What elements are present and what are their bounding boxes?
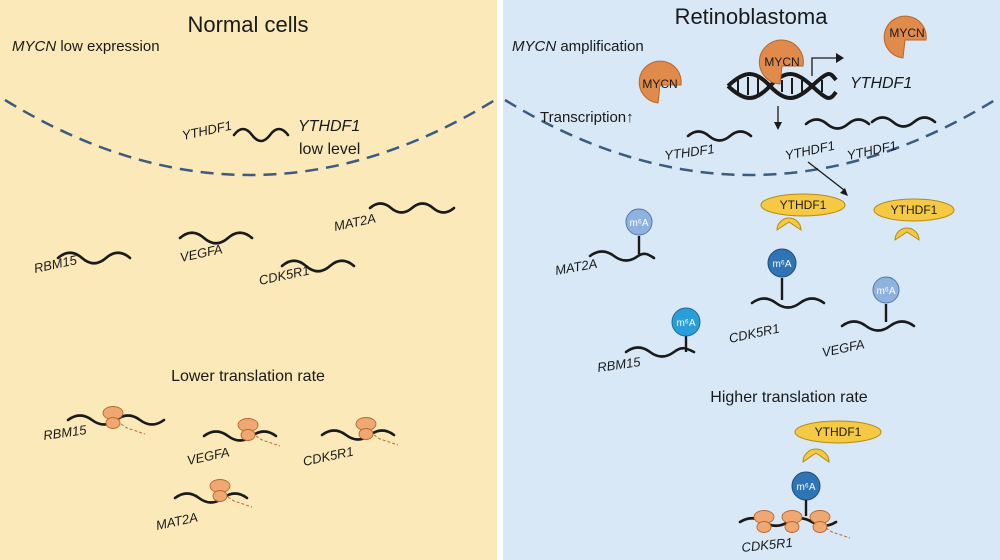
m6a-mrna-rbm15: m⁶A RBM15 [596, 307, 701, 375]
svg-text:YTHDF1: YTHDF1 [891, 203, 938, 217]
transcription-label: Transcription↑ [540, 109, 634, 126]
right-nuclear-membrane [504, 98, 996, 177]
left-translation-rbm15: RBM15 [42, 406, 166, 443]
left-translation-label: Lower translation rate [171, 368, 325, 385]
left-nuclear-membrane [4, 98, 496, 177]
left-mat2a-mrna [368, 202, 456, 214]
right-ythdf1-mrna-1-label: YTHDF1 [663, 141, 715, 163]
left-rbm15-mrna [56, 251, 132, 265]
left-panel-subtitle: MYCN low expression [12, 38, 160, 55]
right-panel-background [503, 0, 1000, 560]
m6a-mrna-rbm15-label: RBM15 [596, 354, 642, 375]
promoter-target-label: YTHDF1 [850, 75, 912, 92]
panel-divider [497, 0, 503, 560]
mycn-protein-bound: MYCN [758, 39, 804, 85]
right-ythdf1-mrna-1 [686, 130, 753, 142]
svg-text:YTHDF1: YTHDF1 [780, 198, 827, 212]
left-ythdf1-label: YTHDF1 [298, 118, 360, 135]
svg-text:m⁶A: m⁶A [676, 318, 695, 329]
svg-text:YTHDF1: YTHDF1 [815, 425, 862, 439]
mycn-protein-left: MYCN [638, 60, 682, 104]
right-panel-title: Retinoblastoma [675, 4, 829, 29]
left-low-level-label: low level [299, 141, 360, 158]
left-panel-title: Normal cells [187, 12, 308, 37]
right-translation-label: Higher translation rate [710, 389, 868, 406]
ythdf1-protein-2: YTHDF1 [873, 198, 955, 241]
svg-text:m⁶A: m⁶A [876, 286, 895, 297]
transcription-arrow-head [774, 122, 782, 130]
ythdf1-translation-complex: YTHDF1 m⁶A CDK5R1 [738, 420, 882, 555]
right-panel-subtitle: MYCN amplification [512, 38, 644, 55]
svg-text:m⁶A: m⁶A [772, 259, 791, 270]
left-ythdf1-mrna [232, 127, 290, 143]
translation-arrow [807, 161, 845, 191]
ythdf1-translation-complex-label: CDK5R1 [741, 535, 794, 555]
left-cdk5r1-mrna [280, 259, 356, 273]
promoter-arrow [811, 57, 836, 76]
promoter-arrow-head [836, 53, 844, 63]
m6a-mrna-mat2a: m⁶A MAT2A [554, 208, 656, 278]
svg-text:MYCN: MYCN [642, 77, 677, 91]
m6a-mrna-mat2a-label: MAT2A [554, 256, 598, 278]
translation-arrow-head [840, 188, 848, 196]
right-ythdf1-mrna-2 [804, 118, 871, 130]
svg-text:MYCN: MYCN [764, 55, 799, 69]
svg-text:m⁶A: m⁶A [796, 482, 815, 493]
left-vegfa-mrna [178, 231, 254, 245]
svg-text:m⁶A: m⁶A [629, 218, 648, 229]
left-translation-rbm15-label: RBM15 [42, 422, 88, 443]
svg-text:MYCN: MYCN [889, 26, 924, 40]
ythdf1-protein-1: YTHDF1 [760, 193, 846, 231]
dna-helix [726, 72, 838, 100]
left-panel-background [0, 0, 497, 560]
right-ythdf1-mrna-3 [870, 116, 937, 128]
mycn-protein-top-right: MYCN [883, 15, 927, 59]
